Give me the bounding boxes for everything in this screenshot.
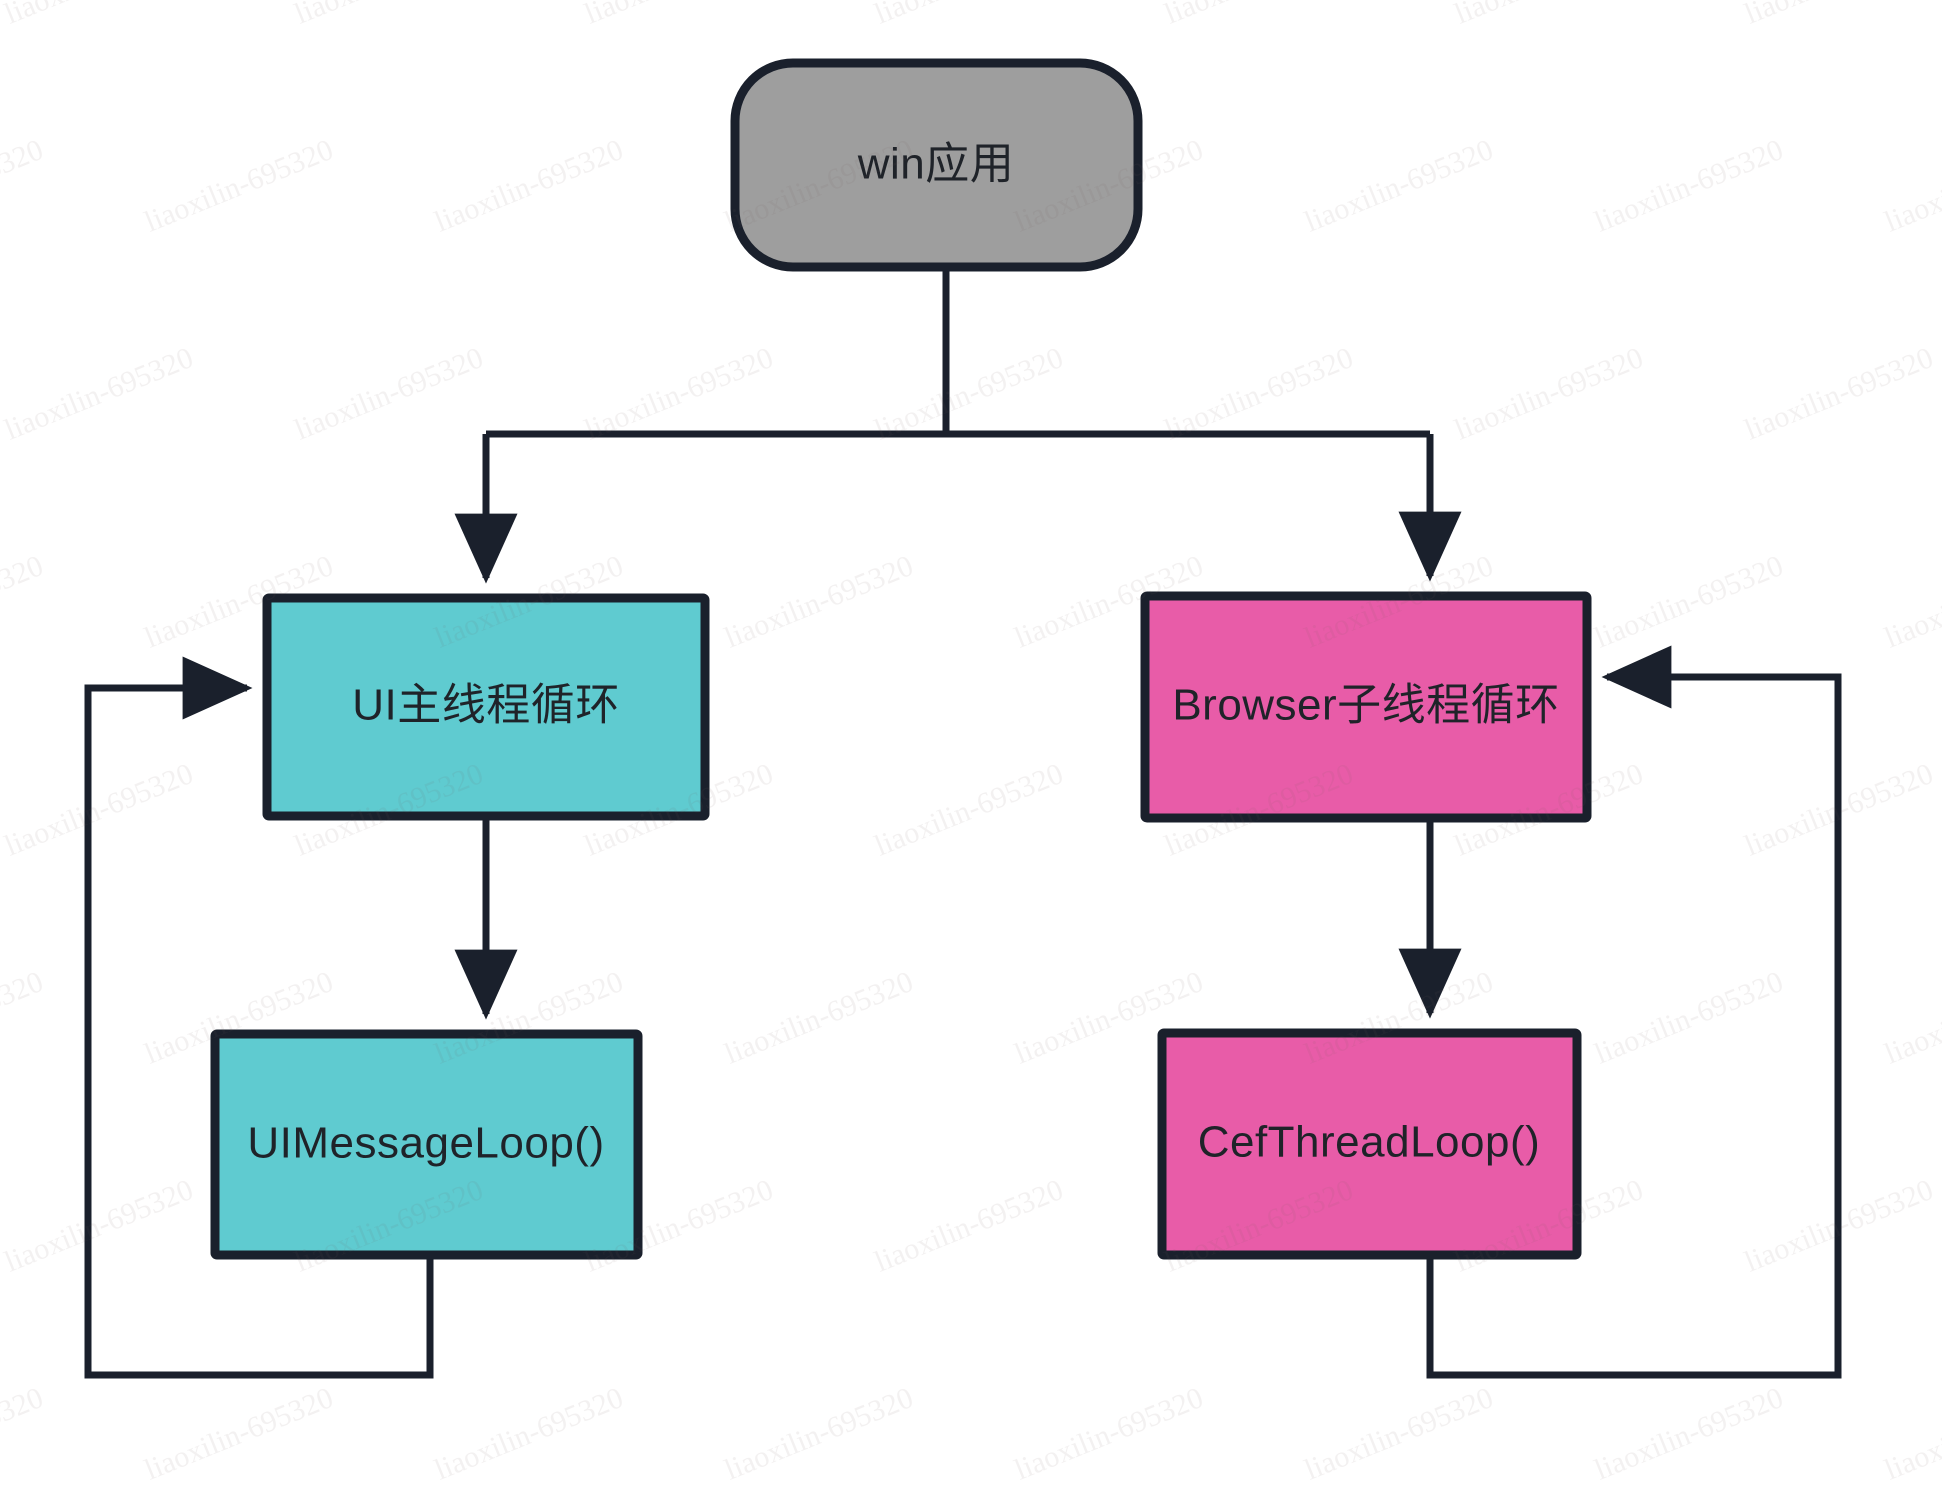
node-cef-thread-loop-label: CefThreadLoop() xyxy=(1198,1118,1541,1167)
node-ui-main-thread-loop-shape[interactable] xyxy=(262,593,710,821)
node-win-app-shape[interactable] xyxy=(730,58,1143,272)
edge-ui-msg-loopback xyxy=(84,656,434,1379)
node-ui-message-loop-label: UIMessageLoop() xyxy=(247,1119,604,1168)
node-win-app[interactable]: win应用 xyxy=(730,58,1143,272)
node-ui-main-thread-loop-label: UI主线程循环 xyxy=(352,681,620,730)
node-ui-message-loop-shape[interactable] xyxy=(210,1029,643,1260)
node-browser-sub-thread-loop-label: Browser子线程循环 xyxy=(1172,681,1559,730)
edge-group xyxy=(84,267,1842,1379)
node-win-app-label: win应用 xyxy=(857,140,1015,189)
node-ui-main-thread-loop[interactable]: UI主线程循环 xyxy=(262,593,710,821)
node-browser-sub-thread-loop[interactable]: Browser子线程循环 xyxy=(1140,591,1592,823)
edge-cef-thread-loopback xyxy=(1426,645,1842,1379)
node-cef-thread-loop-shape[interactable] xyxy=(1157,1028,1582,1260)
node-ui-message-loop[interactable]: UIMessageLoop() xyxy=(210,1029,643,1260)
node-browser-sub-thread-loop-shape[interactable] xyxy=(1140,591,1592,823)
node-cef-thread-loop[interactable]: CefThreadLoop() xyxy=(1157,1028,1582,1260)
